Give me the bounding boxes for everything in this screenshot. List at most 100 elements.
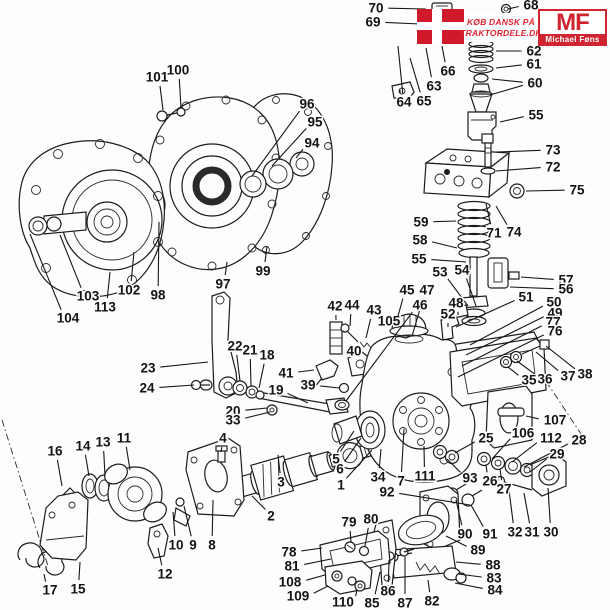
part-number-label: 50 [546, 295, 561, 310]
leader-line [29, 233, 62, 311]
side-cover [485, 339, 550, 449]
leader-line [465, 278, 477, 307]
inspection-cover [397, 485, 461, 551]
leader-line [183, 505, 192, 537]
part-number-label: 15 [70, 582, 86, 597]
leader-line [355, 589, 358, 597]
part-number-label: 5 [332, 452, 340, 467]
leader-line [130, 251, 135, 282]
part-number-label: 44 [344, 298, 360, 313]
leader-line [178, 78, 182, 109]
leader-line [507, 5, 519, 10]
part-number-label: 29 [549, 447, 564, 462]
part-number-label: 98 [150, 288, 166, 303]
part-number-label: 8 [208, 538, 216, 553]
part-number-label: 41 [278, 366, 294, 381]
leader-line [298, 369, 315, 373]
part-number-label: 51 [518, 290, 534, 305]
leader-line [409, 57, 421, 93]
leader-line [499, 468, 503, 481]
part-number-label: 73 [545, 143, 561, 158]
valve-block [423, 133, 525, 199]
leader-line [374, 571, 381, 595]
part-number-label: 59 [413, 215, 428, 230]
mf-logo-text: MF [556, 9, 590, 36]
part-number-label: 72 [545, 160, 560, 175]
part-number-label: 10 [168, 538, 183, 553]
leader-line [431, 259, 467, 263]
leader-line [387, 559, 390, 583]
leader-line [157, 221, 160, 287]
leader-line [320, 385, 340, 389]
part-number-label: 58 [412, 233, 428, 248]
part-number-label: 77 [545, 315, 560, 330]
leader-line [455, 561, 481, 565]
part-number-label: 1 [337, 478, 345, 493]
part-number-label: 113 [94, 300, 116, 315]
leader-line [349, 530, 352, 543]
part-number-label: 87 [397, 596, 412, 610]
leader-line [345, 311, 413, 402]
leader-line [258, 363, 265, 389]
part-number-label: 19 [268, 383, 283, 398]
leader-line [529, 458, 548, 473]
leader-line [489, 84, 524, 96]
leader-line [431, 241, 458, 249]
part-number-label: 80 [363, 512, 378, 527]
leader-line [106, 271, 111, 299]
control-linkage [190, 291, 469, 416]
part-number-label: 34 [370, 470, 386, 485]
leader-line [523, 443, 569, 468]
leader-line [461, 325, 543, 367]
leader-line [251, 495, 266, 510]
part-number-label: 71 [486, 226, 502, 241]
leader-line [349, 313, 352, 327]
leader-line [454, 582, 483, 589]
leader-line [236, 354, 241, 382]
part-number-label: 60 [527, 76, 542, 91]
part-number-label: 47 [419, 283, 434, 298]
leader-line [159, 384, 195, 388]
leader-line [304, 558, 332, 565]
part-number-label: 68 [523, 0, 539, 13]
leader-line [508, 489, 514, 524]
part-number-label: 30 [543, 525, 558, 540]
leader-line [264, 245, 268, 263]
leader-line [378, 448, 382, 469]
part-number-label: 3 [277, 475, 285, 490]
part-number-label: 7 [397, 474, 405, 489]
leader-line [455, 299, 515, 328]
leader-line [301, 547, 323, 552]
leader-line [388, 7, 427, 10]
part-number-label: 86 [380, 584, 396, 599]
plunger-spring-assembly [457, 200, 520, 327]
mf-logo-subtext: Michael Føns [540, 34, 605, 45]
mf-logo: MF Michael Føns [538, 9, 607, 46]
leader-line [523, 492, 531, 524]
leader-line [157, 547, 163, 566]
leader-line [43, 573, 47, 582]
linkage-plate [319, 530, 391, 595]
part-number-label: 102 [118, 283, 141, 298]
leader-line [211, 499, 214, 537]
promo-banner: KØB DANSK PÅ TRAKTORDELE.DK [460, 13, 542, 42]
part-number-label: 105 [378, 314, 401, 329]
leader-line [244, 411, 271, 419]
pump-body [331, 313, 539, 483]
leader-line [251, 110, 300, 177]
part-number-label: 78 [281, 545, 297, 560]
part-number-label: 11 [117, 431, 132, 446]
part-number-label: 4 [219, 431, 227, 446]
leader-line [56, 459, 63, 487]
leader-line [457, 334, 545, 378]
leader-line [78, 561, 81, 581]
part-number-label: 57 [558, 273, 573, 288]
part-number-label: 91 [482, 527, 498, 542]
part-number-label: 6 [336, 462, 344, 477]
part-number-label: 32 [507, 525, 522, 540]
part-number-label: 108 [279, 575, 302, 590]
pin-107 [497, 407, 525, 417]
part-number-label: 61 [526, 57, 542, 72]
leader-line [271, 128, 307, 167]
